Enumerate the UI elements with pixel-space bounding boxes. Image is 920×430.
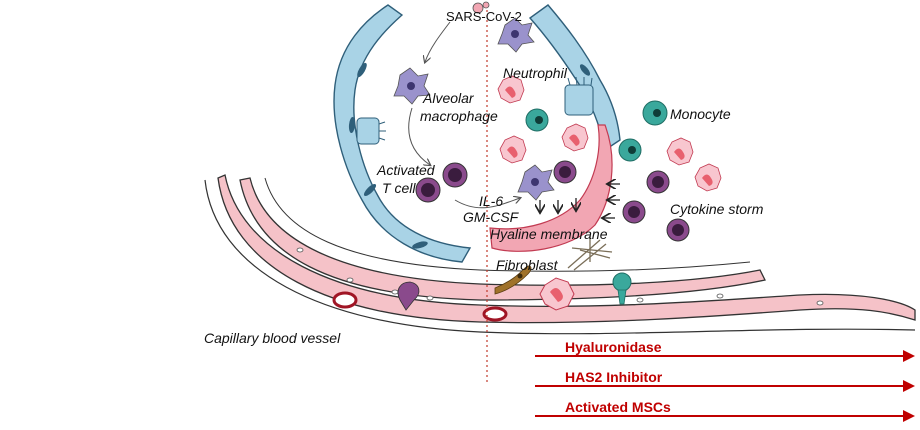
treatment-label: HAS2 Inhibitor — [565, 369, 663, 385]
treatment-hyaluronidase: Hyaluronidase — [535, 339, 915, 362]
treatment-label: Activated MSCs — [565, 399, 671, 415]
capillary-vessel — [204, 174, 916, 335]
alveolar-macrophage-label-line1: Alveolar — [423, 90, 474, 106]
t-cell — [646, 170, 670, 194]
transmigrating-neutrophil — [539, 277, 575, 311]
il6-label: IL-6 — [479, 193, 504, 209]
treatment-label: Hyaluronidase — [565, 339, 662, 355]
activated-tcell-label-line1: Activated — [377, 162, 435, 178]
treatment-has2-inhibitor: HAS2 Inhibitor — [535, 369, 915, 392]
transmigrating-tcell — [397, 281, 420, 311]
t-cell — [622, 200, 646, 224]
gmcsf-label: GM-CSF — [463, 209, 519, 225]
macrophage-cell — [497, 17, 535, 53]
macrophage-cell — [517, 164, 555, 201]
monocyte-cell — [618, 138, 642, 162]
alveolar-macrophage — [393, 67, 431, 105]
sars-cov-2-virus — [472, 1, 490, 14]
treatment-arrow-line — [535, 415, 905, 417]
activated-tcell-label-line2: T cell — [382, 180, 416, 196]
treatment-arrow-line — [535, 355, 905, 357]
fibroblast-cell — [494, 265, 532, 295]
monocyte-label: Monocyte — [670, 106, 731, 122]
t-cell — [666, 218, 690, 242]
neutrophil-cell — [561, 123, 589, 152]
collagen-fibers — [567, 236, 613, 271]
treatment-activated-mscs: Activated MSCs — [535, 399, 915, 422]
t-cell — [553, 160, 577, 184]
neutrophil-cell — [666, 137, 694, 166]
arrow-head-icon — [903, 380, 915, 392]
cytokine-arrows — [540, 184, 620, 218]
hyaline-membrane-label: Hyaline membrane — [490, 226, 608, 242]
monocyte-cell — [525, 108, 549, 132]
fibroblast-label: Fibroblast — [496, 257, 558, 273]
neutrophil-cell — [694, 163, 722, 192]
transmigrating-monocyte — [612, 272, 632, 305]
treatment-arrow-line — [535, 385, 905, 387]
monocyte-cell — [642, 100, 668, 126]
arrow-head-icon — [903, 350, 915, 362]
arrow-head-icon — [903, 410, 915, 422]
capillary-label: Capillary blood vessel — [204, 330, 341, 346]
neutrophil-label: Neutrophil — [503, 65, 567, 81]
alveolar-macrophage-label-line2: macrophage — [420, 108, 498, 124]
neutrophil-cell — [499, 135, 527, 164]
t-cell — [415, 177, 441, 203]
cytokine-storm-label: Cytokine storm — [670, 201, 764, 217]
t-cell — [442, 162, 468, 188]
virus-label: SARS-CoV-2 — [446, 9, 522, 24]
neutrophil-cell — [497, 75, 525, 104]
